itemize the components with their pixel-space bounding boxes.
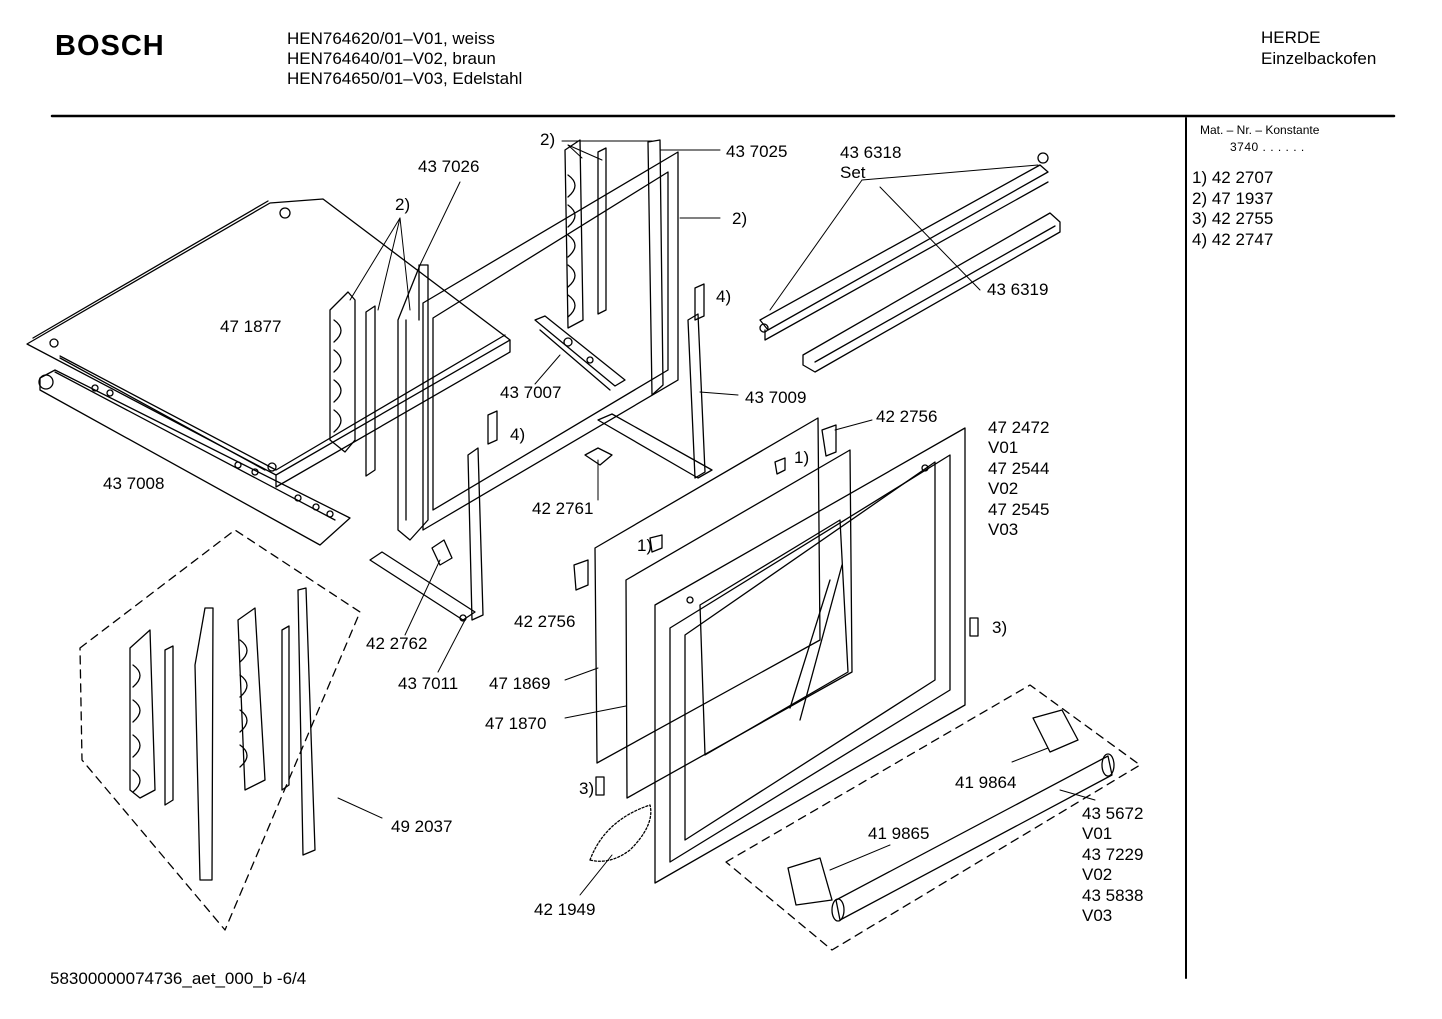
part-label: Set [840, 163, 866, 182]
front-rail-part [38, 369, 351, 546]
part-label: 47 2544 [988, 459, 1050, 478]
handle-end-right [1032, 709, 1079, 753]
part-label: 2) [732, 209, 748, 228]
part-label: V02 [988, 479, 1019, 498]
document-code: 58300000074736_aet_000_b -6/4 [50, 969, 307, 988]
material-item: 3) 42 2755 [1192, 209, 1274, 228]
part-label: 42 1949 [534, 900, 596, 919]
part-label: 43 7026 [418, 157, 480, 176]
bracket-7009 [597, 283, 713, 479]
part-label: 42 2756 [514, 612, 576, 631]
part-label: 43 7007 [500, 383, 562, 402]
part-label: 47 1877 [220, 317, 282, 336]
part-label: V03 [1082, 906, 1113, 925]
part-label: 43 7011 [398, 674, 459, 693]
part-label: 43 5672 [1082, 804, 1144, 823]
brand-logo: BOSCH [55, 30, 165, 62]
material-item: 4) 42 2747 [1192, 229, 1274, 249]
part-label: 1) [637, 536, 653, 555]
part-label: 2) [395, 195, 411, 214]
part-label: V01 [988, 438, 1019, 457]
part-label: 4) [510, 425, 526, 444]
sidebar-title: Mat. – Nr. – Konstante [1200, 123, 1320, 137]
model-list: HEN764620/01–V01, weiss HEN764640/01–V02… [287, 29, 522, 89]
part-label: V02 [1082, 865, 1113, 884]
part-label: 43 5838 [1082, 886, 1144, 905]
part-label: 42 2756 [876, 407, 938, 426]
leader-lines [337, 140, 1096, 896]
handle-group [725, 684, 1141, 951]
shelf-support-right [564, 139, 607, 329]
outer-door-part [654, 427, 966, 884]
glass-panel-471870 [625, 449, 853, 799]
bracket-7011 [369, 410, 498, 622]
part-label: 43 7229 [1082, 845, 1144, 864]
shelf-support-set [79, 529, 361, 931]
part-label: 3) [992, 618, 1008, 637]
part-label: 41 9864 [955, 773, 1017, 792]
part-label: 47 1869 [489, 674, 551, 693]
part-label: 47 2545 [988, 500, 1050, 519]
category-block: HERDE Einzelbackofen [1261, 27, 1376, 69]
sidebar-material-list: 1) 42 2707 2) 47 1937 3) 42 2755 4) 42 2… [1192, 168, 1273, 250]
part-label: V01 [1082, 824, 1113, 843]
hinge-clips [431, 424, 979, 796]
inner-frame-part [422, 139, 679, 531]
category-line: Einzelbackofen [1261, 49, 1377, 68]
part-label: 47 1870 [485, 714, 547, 733]
part-label: 49 2037 [391, 817, 453, 836]
part-label: V03 [988, 520, 1019, 539]
part-label: 4) [716, 287, 732, 306]
part-label: 43 7009 [745, 388, 807, 407]
glass-panel-471869 [594, 417, 821, 764]
part-label: 2) [540, 130, 556, 149]
bracket-7007 [534, 315, 626, 391]
part-label: 41 9865 [868, 824, 930, 843]
part-label: 1) [794, 448, 810, 467]
part-label: 43 6319 [987, 280, 1049, 299]
top-rail-set [759, 152, 1049, 341]
model-line: HEN764650/01–V03, Edelstahl [287, 69, 523, 88]
handle-end-left [787, 857, 833, 906]
part-label: 42 2761 [532, 499, 594, 518]
model-line: HEN764620/01–V01, weiss [287, 29, 495, 48]
material-item: 1) 42 2707 [1192, 168, 1274, 187]
door-glass-panels [594, 417, 853, 799]
part-label: 42 2762 [366, 634, 428, 653]
category-line: HERDE [1261, 28, 1321, 47]
door-seal-part [589, 804, 652, 862]
part-label: 43 7025 [726, 142, 788, 161]
sidebar-constant: 3740 . . . . . . [1230, 140, 1305, 154]
handle-bar-part [835, 755, 1113, 921]
model-line: HEN764640/01–V02, braun [287, 49, 496, 68]
part-label: 3) [579, 779, 595, 798]
material-item: 2) 47 1937 [1192, 188, 1274, 208]
part-label: 43 7008 [103, 474, 165, 493]
part-label: 47 2472 [988, 418, 1050, 437]
part-label: 43 6318 [840, 143, 902, 162]
shelf-support-left [329, 291, 376, 477]
lower-rail [802, 212, 1061, 373]
cover-plate-part [26, 198, 511, 488]
